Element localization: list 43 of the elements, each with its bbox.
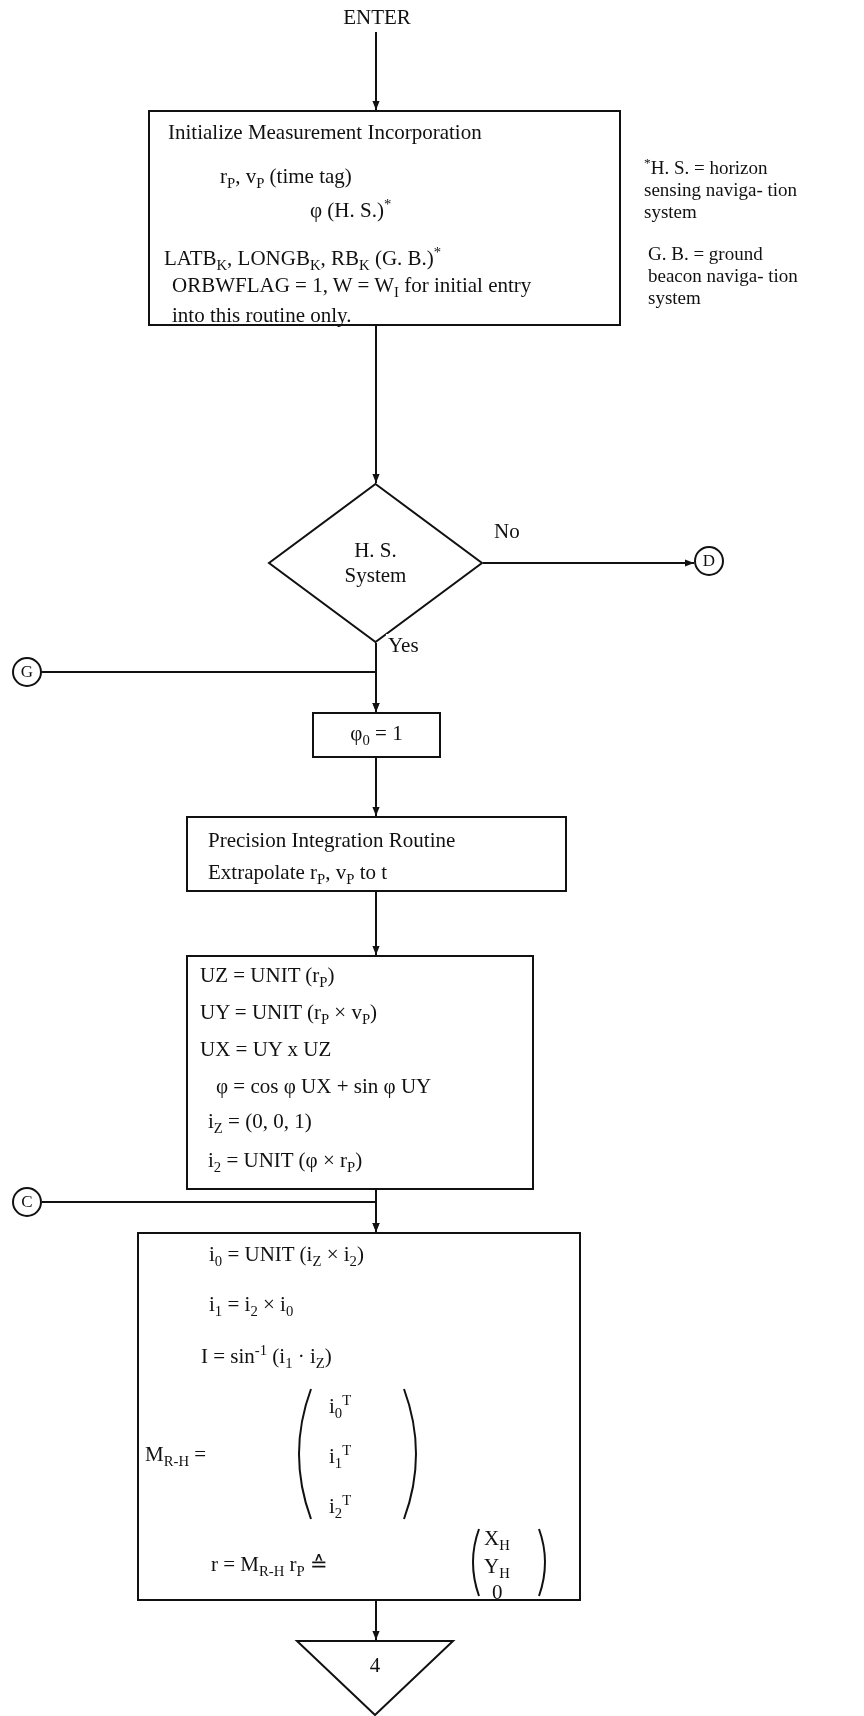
flow-arrow — [372, 891, 380, 956]
connector-letter: D — [702, 551, 716, 571]
formula-text: Extrapolate r$_{P}$, v$_{P}$ to t — [208, 860, 388, 889]
formula-text: r$_{P}$, v$_{P}$ (time tag) — [220, 164, 352, 193]
formula-text: i$_{2}$ = UNIT (φ × r$_{P}$) — [208, 1148, 363, 1177]
formula-text: Y$_{H}$ — [484, 1554, 510, 1583]
flow-arrow — [41, 1201, 380, 1233]
formula-text: ORBWFLAG = 1, W = W$_{I}$ for initial entry into this routine only. — [172, 272, 533, 330]
formula-text: r = M$_{R-H}$ r$_{P}$ ≙ — [211, 1552, 328, 1581]
formula-text: UZ = UNIT (r$_{P}$) — [200, 963, 335, 992]
off-page-number: 4 — [369, 1652, 381, 1678]
decision-text: H. S. System — [343, 537, 408, 589]
process-box — [148, 110, 621, 326]
flow-arrow — [41, 671, 380, 713]
flow-arrow — [372, 325, 380, 484]
formula-text: i$_{1}$ = i$_{2}$ × i$_{0}$ — [209, 1292, 294, 1321]
formula-text: φ$_{0}$ = 1 — [350, 720, 403, 750]
connector-letter: C — [21, 1192, 33, 1212]
process-box — [186, 816, 567, 892]
formula-text: I = sin$^{-1}$ (i$_{1}$ · i$_{Z}$) — [201, 1342, 332, 1373]
box-title: Precision Integration Routine — [208, 828, 456, 854]
flow-arrow — [372, 31, 380, 111]
process-box — [186, 955, 534, 1190]
box-title: Initialize Measurement Incorporation — [168, 120, 482, 146]
formula-text: X$_{H}$ — [484, 1526, 510, 1555]
connector-letter: G — [20, 662, 34, 682]
footnote: G. B. = ground beacon naviga- tion system — [648, 243, 799, 309]
formula-text: M$_{R-H}$ = — [145, 1442, 207, 1471]
footnote: $^{*}$H. S. = horizon sensing naviga- tion system — [644, 155, 799, 223]
process-box — [312, 712, 441, 758]
flow-arrow — [482, 559, 695, 567]
formula-text: UX = UY x UZ — [200, 1037, 332, 1063]
flow-arrow — [372, 1600, 380, 1641]
start-text: ENTER — [343, 4, 411, 30]
formula-text: LATB$_{K}$, LONGB$_{K}$, RB$_{K}$ (G. B.)$^{*}$ — [164, 244, 442, 275]
formula-text: i$_{Z}$ = (0, 0, 1) — [208, 1109, 312, 1138]
flow-arrow — [372, 757, 380, 817]
formula-text: i$_{0}$ = UNIT (i$_{Z}$ × i$_{2}$) — [209, 1242, 364, 1271]
process-box — [137, 1232, 581, 1601]
formula-text: φ = cos φ UX + sin φ UY — [216, 1074, 432, 1100]
formula-text: φ (H. S.)$^{*}$ — [310, 196, 392, 224]
formula-text: 0 — [492, 1580, 503, 1606]
formula-text: UY = UNIT (r$_{P}$ × v$_{P}$) — [200, 1000, 378, 1029]
